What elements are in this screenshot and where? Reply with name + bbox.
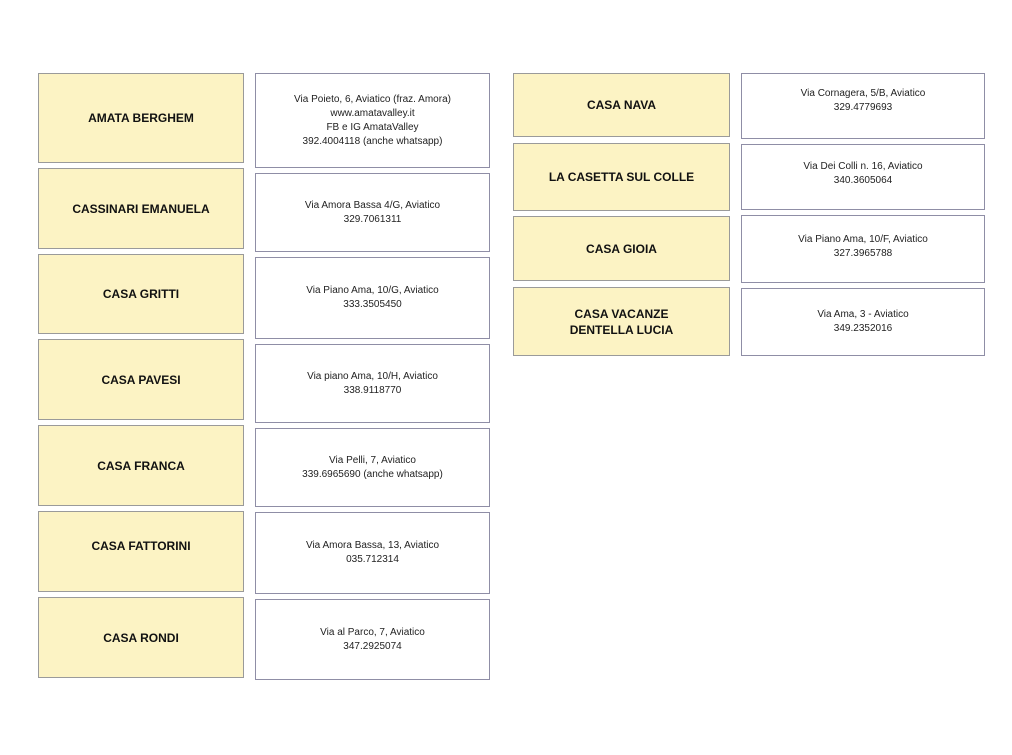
listing-info-casa-gritti: Via Piano Ama, 10/G, Aviatico 333.350545… (255, 257, 490, 339)
address-text: Via Amora Bassa 4/G, Aviatico (304, 199, 441, 211)
phone-text: 327.3965788 (833, 248, 893, 259)
listing-info-la-casetta-sul-colle: Via Dei Colli n. 16, Aviatico 340.360506… (741, 144, 985, 210)
address-text: Via piano Ama, 10/H, Aviatico (307, 370, 438, 382)
phone-text: 035.712314 (346, 554, 399, 565)
listing-info-casa-franca: Via Pelli, 7, Aviatico 339.6965690 (anch… (255, 428, 490, 507)
phone-text: 392.4004118 (anche whatsapp) (302, 135, 443, 147)
address-text: Via Poieto, 6, Aviatico (fraz. Amora) (294, 93, 451, 105)
listing-info-amata-berghem: Via Poieto, 6, Aviatico (fraz. Amora) ww… (255, 73, 490, 168)
listing-name-casa-nava: CASA NAVA (513, 73, 730, 137)
listing-info-casa-pavesi: Via piano Ama, 10/H, Aviatico 338.911877… (255, 344, 490, 423)
address-text: Via Pelli, 7, Aviatico (329, 454, 416, 466)
phone-text: 340.3605064 (833, 175, 893, 186)
listing-name-text: CASA GRITTI (102, 287, 180, 301)
listing-name-text: LA CASETTA SUL COLLE (548, 170, 695, 184)
listing-name-text: CASA FRANCA (97, 458, 185, 473)
listing-name-text: CASSINARI EMANUELA (72, 201, 210, 216)
listing-name-text: CASA NAVA (586, 98, 657, 112)
listing-name-text: CASA GIOIA (586, 241, 657, 256)
phone-text: 349.2352016 (833, 323, 893, 334)
listing-name-text: AMATA BERGHEM (88, 111, 194, 125)
listing-info-casa-nava: Via Cornagera, 5/B, Aviatico 329.4779693 (741, 73, 985, 139)
listing-name-text: CASA RONDI (103, 630, 179, 645)
listing-name-casa-gritti: CASA GRITTI (38, 254, 244, 334)
listing-name-la-casetta-sul-colle: LA CASETTA SUL COLLE (513, 143, 730, 211)
listing-info-casa-gioia: Via Piano Ama, 10/F, Aviatico 327.396578… (741, 215, 985, 283)
phone-text: 329.4779693 (833, 102, 893, 113)
listing-name-cassinari-emanuela: CASSINARI EMANUELA (38, 168, 244, 249)
address-text: Via Piano Ama, 10/G, Aviatico (306, 285, 439, 296)
address-text: Via Piano Ama, 10/F, Aviatico (798, 234, 928, 245)
listing-name-casa-franca: CASA FRANCA (38, 425, 244, 506)
listing-info-casa-fattorini: Via Amora Bassa, 13, Aviatico 035.712314 (255, 512, 490, 594)
listing-name-line-1: CASA VACANZE (574, 306, 669, 321)
listing-name-amata-berghem: AMATA BERGHEM (38, 73, 244, 163)
listing-name-casa-rondi: CASA RONDI (38, 597, 244, 678)
address-text: Via al Parco, 7, Aviatico (320, 626, 425, 638)
address-text: Via Cornagera, 5/B, Aviatico (800, 88, 926, 99)
phone-text: 338.9118770 (343, 384, 402, 396)
listing-info-cassinari-emanuela: Via Amora Bassa 4/G, Aviatico 329.706131… (255, 173, 490, 252)
listing-name-text: CASA FATTORINI (91, 538, 191, 553)
phone-text: 347.2925074 (343, 640, 402, 652)
address-text: Via Dei Colli n. 16, Aviatico (803, 161, 923, 172)
listing-info-casa-vacanze-dentella-lucia: Via Ama, 3 - Aviatico 349.2352016 (741, 288, 985, 356)
listing-name-casa-gioia: CASA GIOIA (513, 216, 730, 281)
listing-name-casa-vacanze-dentella-lucia: CASA VACANZE DENTELLA LUCIA (513, 287, 730, 356)
address-text: Via Amora Bassa, 13, Aviatico (305, 540, 440, 551)
listing-name-casa-pavesi: CASA PAVESI (38, 339, 244, 420)
listing-name-casa-fattorini: CASA FATTORINI (38, 511, 244, 592)
phone-text: 339.6965690 (anche whatsapp) (302, 468, 443, 480)
address-text: Via Ama, 3 - Aviatico (817, 309, 909, 320)
phone-text: 329.7061311 (343, 213, 402, 225)
phone-text: 333.3505450 (343, 299, 402, 310)
listing-info-casa-rondi: Via al Parco, 7, Aviatico 347.2925074 (255, 599, 490, 680)
social-text: FB e IG AmataValley (326, 121, 419, 133)
website-text: www.amatavalley.it (330, 107, 415, 119)
listing-name-text: CASA PAVESI (101, 372, 181, 387)
listing-name-line-2: DENTELLA LUCIA (569, 322, 674, 337)
